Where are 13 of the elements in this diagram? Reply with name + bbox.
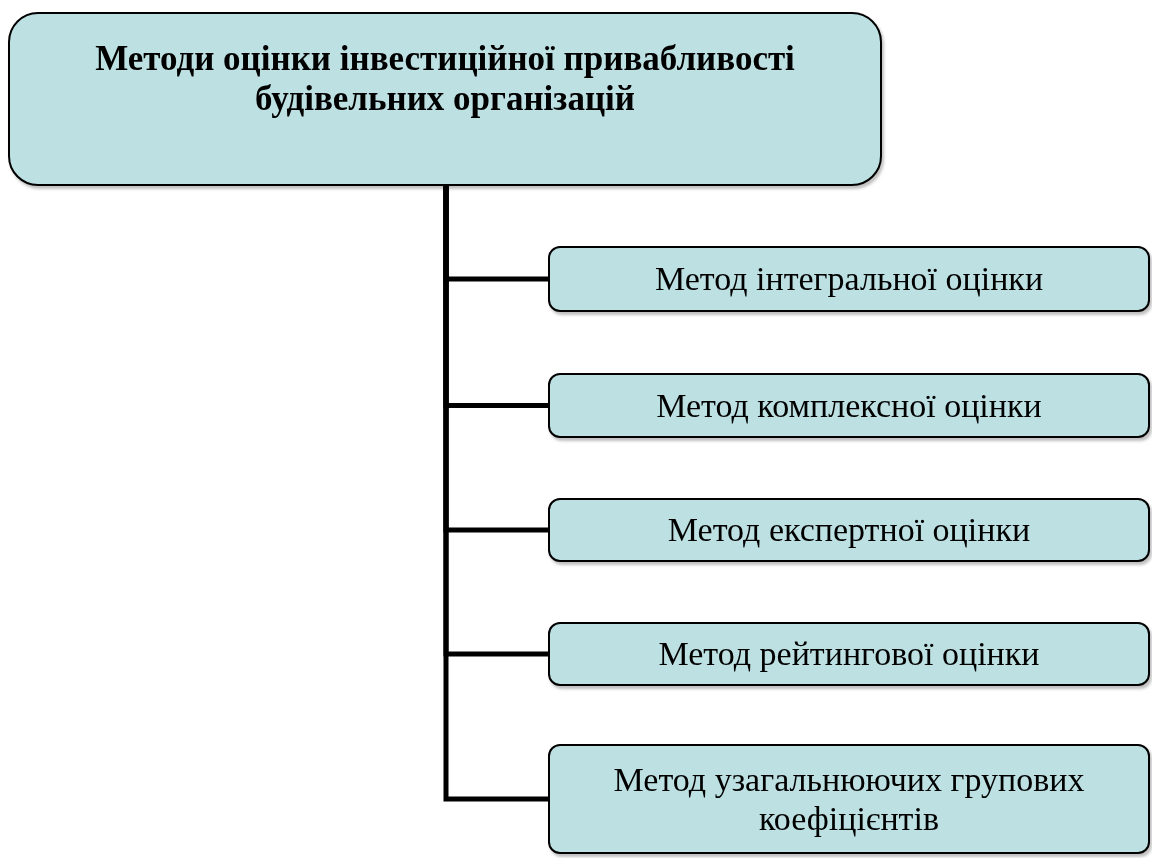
method-label: Метод експертної оцінки <box>667 510 1031 550</box>
method-box <box>548 744 1150 854</box>
method-box <box>548 622 1150 686</box>
method-label: Метод інтегральної оцінки <box>654 259 1044 299</box>
method-box <box>548 246 1150 312</box>
connector-line <box>443 186 548 802</box>
method-label: Метод узагальнюючих групових коефіцієнтів <box>612 759 1086 839</box>
method-label: Метод комплексної оцінки <box>656 385 1042 426</box>
method-box <box>548 498 1150 562</box>
method-box <box>548 373 1150 438</box>
method-label: Метод рейтингової оцінки <box>658 634 1040 674</box>
title-box <box>8 12 882 186</box>
title-text: Методи оцінки інвестиційної привабливості будівельних організацій <box>94 38 796 120</box>
